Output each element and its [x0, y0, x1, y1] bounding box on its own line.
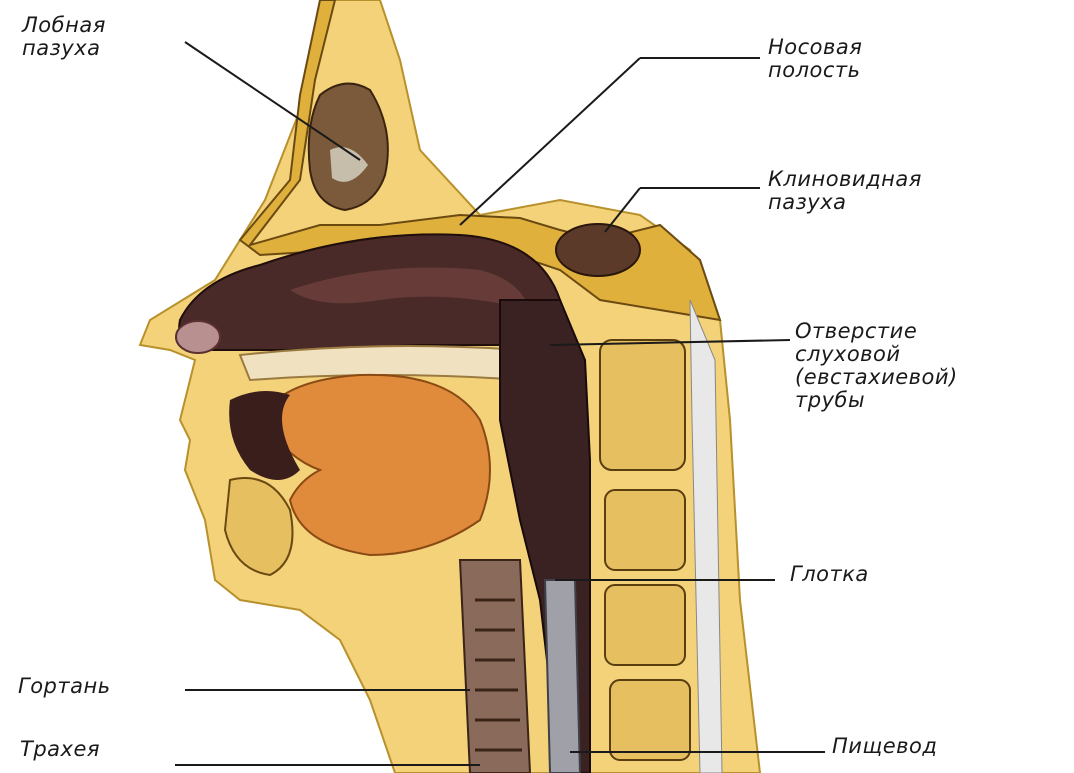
- sphenoid-sinus-cavity: [556, 224, 640, 276]
- label-trachea-line1: Трахея: [20, 738, 100, 761]
- label-auditory-tube-line4: трубы: [795, 389, 958, 412]
- label-auditory-tube-line1: Отверстие: [795, 320, 958, 343]
- label-pharynx: Глотка: [790, 563, 869, 586]
- label-nasal-cavity: Носовая полость: [768, 36, 862, 82]
- label-nasal-cavity-line1: Носовая: [768, 36, 862, 59]
- vertebral-column: [600, 340, 690, 760]
- label-auditory-tube-line2: слуховой: [795, 343, 958, 366]
- label-frontal-sinus-line1: Лобная: [22, 14, 106, 37]
- label-esophagus: Пищевод: [832, 735, 937, 758]
- label-sphenoid-sinus-line1: Клиновидная: [768, 168, 922, 191]
- label-frontal-sinus: Лобная пазуха: [22, 14, 106, 60]
- label-sphenoid-sinus: Клиновидная пазуха: [768, 168, 922, 214]
- label-frontal-sinus-line2: пазуха: [22, 37, 106, 60]
- label-esophagus-line1: Пищевод: [832, 735, 937, 758]
- label-larynx-line1: Гортань: [18, 675, 111, 698]
- label-nasal-cavity-line2: полость: [768, 59, 862, 82]
- label-auditory-tube-opening: Отверстие слуховой (евстахиевой) трубы: [795, 320, 958, 412]
- larynx-trachea: [460, 560, 530, 773]
- label-auditory-tube-line3: (евстахиевой): [795, 366, 958, 389]
- label-pharynx-line1: Глотка: [790, 563, 869, 586]
- esophagus-tube: [545, 580, 580, 773]
- label-sphenoid-sinus-line2: пазуха: [768, 191, 922, 214]
- label-trachea: Трахея: [20, 738, 100, 761]
- label-larynx: Гортань: [18, 675, 111, 698]
- frontal-sinus-cavity: [309, 84, 388, 210]
